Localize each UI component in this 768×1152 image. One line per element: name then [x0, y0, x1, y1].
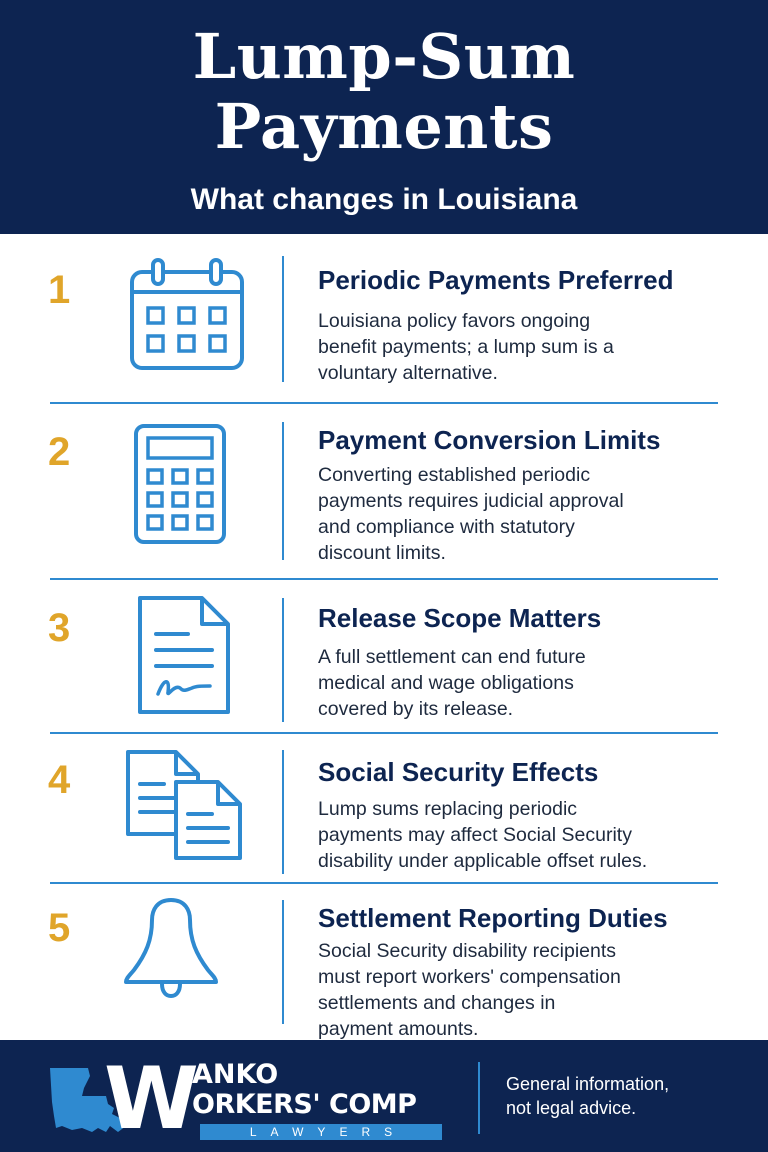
item-heading: Release Scope Matters [318, 603, 602, 633]
item-description: Social Security disability recipients mu… [318, 940, 621, 1040]
list-item-1: 1 Periodic Payments Preferred Louisiana … [0, 234, 768, 402]
section-divider [50, 732, 718, 734]
calendar-icon [128, 256, 246, 372]
logo-name: ANKO [192, 1059, 279, 1090]
logo-letter-w: W [104, 1049, 199, 1149]
column-divider [282, 598, 284, 722]
column-divider [282, 750, 284, 874]
item-heading: Payment Conversion Limits [318, 425, 661, 455]
item-description: Louisiana policy favors ongoing benefit … [318, 310, 614, 384]
column-divider [282, 256, 284, 382]
item-heading: Settlement Reporting Duties [318, 903, 668, 933]
list-item-3: 3 Release Scope Matters A full settlemen… [0, 580, 768, 732]
column-divider [282, 422, 284, 560]
item-heading: Periodic Payments Preferred [318, 265, 674, 295]
logo-subtitle: ORKERS' COMP [192, 1089, 417, 1120]
documents-icon [124, 748, 244, 862]
item-heading: Social Security Effects [318, 757, 599, 787]
page-title: Lump-Sum Payments [192, 20, 576, 163]
logo-tagline: LAWYERS [200, 1124, 442, 1140]
item-number: 1 [48, 268, 71, 312]
section-divider [50, 882, 718, 884]
item-description: Lump sums replacing periodic payments ma… [318, 798, 648, 872]
item-description: A full settlement can end future medical… [318, 646, 586, 720]
list-item-4: 4 Social Security Effects Lump sums repl… [0, 734, 768, 882]
section-divider [50, 402, 718, 404]
item-number: 4 [48, 758, 71, 802]
column-divider [282, 900, 284, 1024]
item-number: 2 [48, 430, 71, 474]
list-item-5: 5 Settlement Reporting Duties Social Sec… [0, 884, 768, 1040]
signed-document-icon [136, 594, 232, 716]
louisiana-state-icon [48, 1062, 128, 1140]
calculator-icon [132, 422, 228, 546]
disclaimer-text: General information, not legal advice. [506, 1074, 670, 1118]
item-number: 5 [48, 906, 71, 950]
footer-banner: W ANKO ORKERS' COMP LAWYERS General info… [0, 1040, 768, 1152]
bell-icon [122, 896, 220, 1000]
list-item-2: 2 Payment Conversion Limits Converting e… [0, 404, 768, 578]
footer-divider [478, 1062, 480, 1134]
firm-logo: W ANKO ORKERS' COMP LAWYERS [42, 1049, 462, 1149]
section-divider [50, 578, 718, 580]
page-subtitle: What changes in Louisiana [190, 183, 578, 216]
item-description: Converting established periodic payments… [318, 464, 624, 564]
header-banner: Lump-Sum Payments What changes in Louisi… [0, 0, 768, 234]
item-number: 3 [48, 606, 71, 650]
